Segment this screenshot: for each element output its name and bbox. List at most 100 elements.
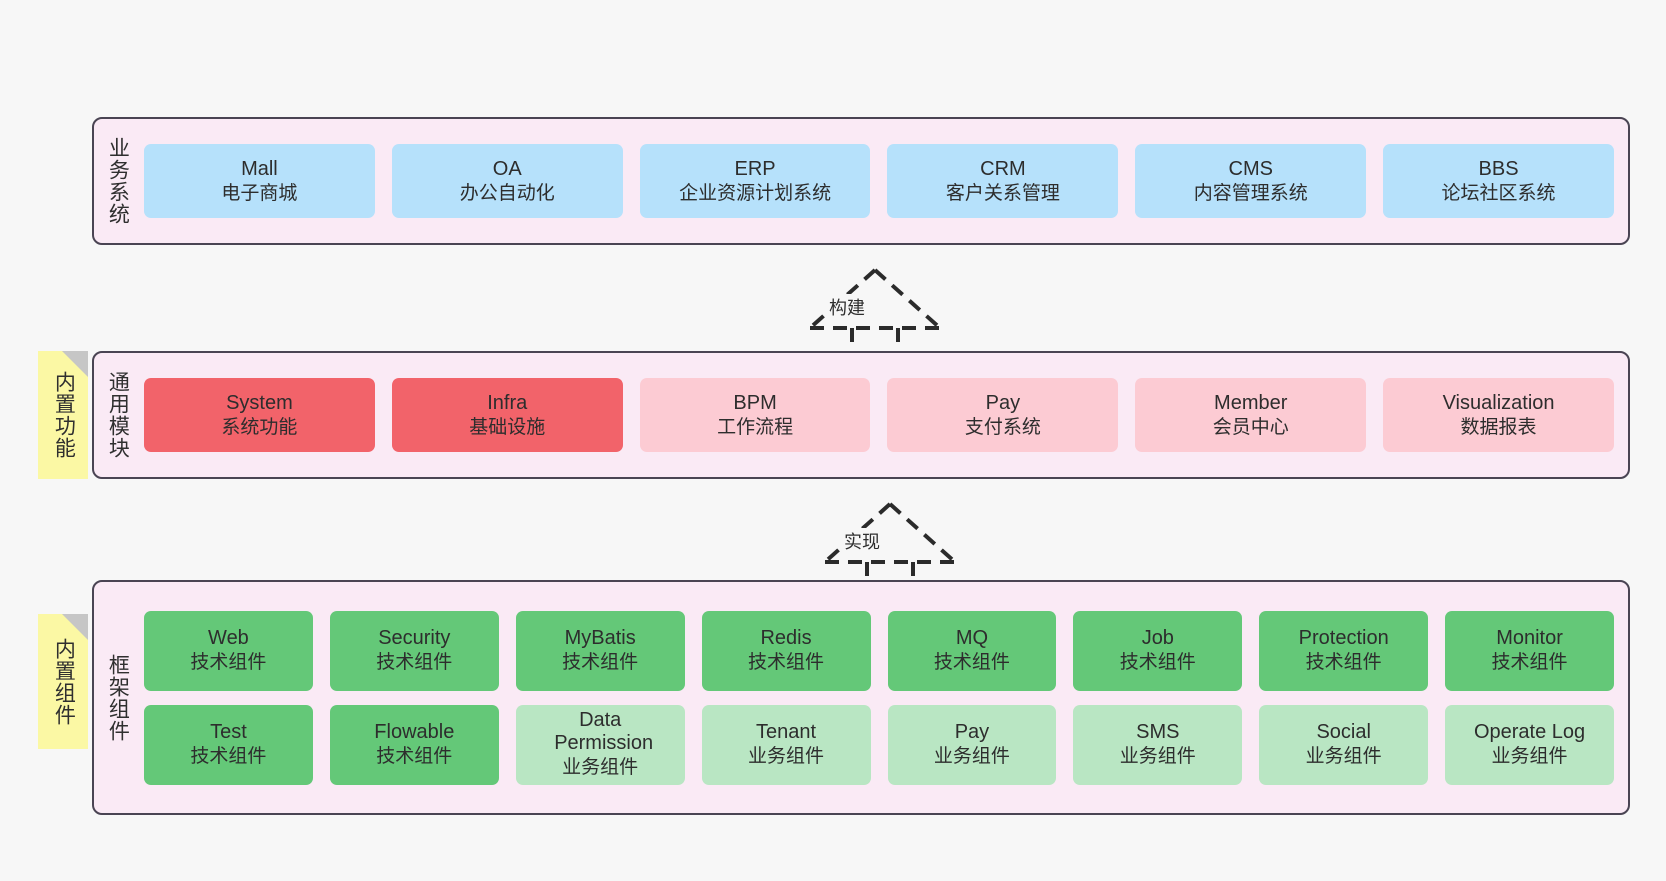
node-subtitle: 技术组件 xyxy=(748,652,825,674)
node-subtitle: 技术组件 xyxy=(190,652,267,674)
node-subtitle: 技术组件 xyxy=(376,746,453,768)
node-title: BPM xyxy=(733,391,777,414)
node-subtitle: 技术组件 xyxy=(1305,652,1382,674)
node-subtitle: 客户关系管理 xyxy=(945,182,1060,204)
node-title: Infra xyxy=(487,391,528,414)
node-subtitle: 电子商城 xyxy=(221,182,298,204)
box-row: System 系统功能 Infra 基础设施 BPM 工作流程 Pay 支付系统… xyxy=(144,378,1614,452)
box-row: Web 技术组件 Security 技术组件 MyBatis 技术组件 Redi… xyxy=(144,610,1614,691)
node-web[interactable]: Web 技术组件 xyxy=(144,610,313,691)
connector-label-implement: 实现 xyxy=(841,528,883,554)
node-title: CMS xyxy=(1228,157,1273,180)
node-subtitle: 业务组件 xyxy=(933,746,1010,768)
box-row: Mall 电子商城 OA 办公自动化 ERP 企业资源计划系统 CRM 客户关系… xyxy=(144,144,1614,218)
node-oa[interactable]: OA 办公自动化 xyxy=(391,144,623,218)
node-title: Security xyxy=(378,627,451,650)
node-data-permission[interactable]: Data Permission 业务组件 xyxy=(515,704,685,785)
layer-label-business-system: 业务系统 xyxy=(106,137,130,225)
node-title: OA xyxy=(492,157,522,180)
node-redis[interactable]: Redis 技术组件 xyxy=(701,610,871,691)
node-sms[interactable]: SMS 业务组件 xyxy=(1073,704,1243,785)
node-mall[interactable]: Mall 电子商城 xyxy=(144,144,375,218)
layer-boxes-common-module: System 系统功能 Infra 基础设施 BPM 工作流程 Pay 支付系统… xyxy=(140,353,1628,477)
node-cms[interactable]: CMS 内容管理系统 xyxy=(1135,144,1367,218)
node-title: CRM xyxy=(980,157,1026,180)
node-protection[interactable]: Protection 技术组件 xyxy=(1259,610,1429,691)
layer-label-framework-component: 框架组件 xyxy=(106,653,130,742)
node-title: Mall xyxy=(241,157,278,180)
node-subtitle: 技术组件 xyxy=(933,652,1010,674)
box-row: Test 技术组件 Flowable 技术组件 Data Permission … xyxy=(144,704,1614,785)
node-bbs[interactable]: BBS 论坛社区系统 xyxy=(1383,144,1614,218)
node-subtitle: 数据报表 xyxy=(1460,416,1537,438)
node-infra[interactable]: Infra 基础设施 xyxy=(391,378,623,452)
node-subtitle: 支付系统 xyxy=(964,416,1041,438)
node-title: Job xyxy=(1141,627,1174,650)
node-subtitle: 技术组件 xyxy=(376,652,453,674)
node-title: Operate Log xyxy=(1473,721,1586,744)
node-visualization[interactable]: Visualization 数据报表 xyxy=(1383,378,1614,452)
node-crm[interactable]: CRM 客户关系管理 xyxy=(887,144,1119,218)
layer-framework-component: 框架组件 Web 技术组件 Security 技术组件 MyBatis 技术组件… xyxy=(92,580,1630,815)
layer-business-system: 业务系统 Mall 电子商城 OA 办公自动化 ERP 企业资源计划系统 CRM… xyxy=(92,117,1630,245)
node-subtitle: 会员中心 xyxy=(1212,416,1289,438)
node-title: Visualization xyxy=(1442,391,1555,414)
node-job[interactable]: Job 技术组件 xyxy=(1073,610,1243,691)
node-operate-log[interactable]: Operate Log 业务组件 xyxy=(1445,704,1614,785)
node-social[interactable]: Social 业务组件 xyxy=(1259,704,1429,785)
node-security[interactable]: Security 技术组件 xyxy=(329,610,499,691)
node-title: Pay xyxy=(985,391,1021,414)
layer-boxes-framework-component: Web 技术组件 Security 技术组件 MyBatis 技术组件 Redi… xyxy=(140,582,1628,813)
node-subtitle: 业务组件 xyxy=(1491,746,1568,768)
node-test[interactable]: Test 技术组件 xyxy=(144,704,313,785)
node-title: SMS xyxy=(1136,721,1180,744)
node-title: ERP xyxy=(734,157,776,180)
node-title: Tenant xyxy=(756,721,817,744)
node-title: Data Permission xyxy=(554,708,654,755)
node-subtitle: 业务组件 xyxy=(1305,746,1382,768)
node-title: Pay xyxy=(954,721,990,744)
node-pay[interactable]: Pay 支付系统 xyxy=(887,378,1119,452)
node-subtitle: 办公自动化 xyxy=(459,182,555,204)
node-title: Redis xyxy=(760,627,812,650)
node-subtitle: 业务组件 xyxy=(748,746,825,768)
node-title: Social xyxy=(1316,721,1371,744)
node-system[interactable]: System 系统功能 xyxy=(144,378,375,452)
node-subtitle: 内容管理系统 xyxy=(1193,182,1308,204)
sticky-note-builtin-component: 内置组件 xyxy=(38,614,88,749)
node-subtitle: 技术组件 xyxy=(1119,652,1196,674)
node-member[interactable]: Member 会员中心 xyxy=(1135,378,1367,452)
node-tenant[interactable]: Tenant 业务组件 xyxy=(701,704,871,785)
node-title: Web xyxy=(208,627,249,650)
node-title: Test xyxy=(210,721,247,744)
node-title: Member xyxy=(1214,391,1288,414)
node-pay-business[interactable]: Pay 业务组件 xyxy=(887,704,1057,785)
node-erp[interactable]: ERP 企业资源计划系统 xyxy=(639,144,871,218)
node-title: MyBatis xyxy=(564,627,636,650)
node-mq[interactable]: MQ 技术组件 xyxy=(887,610,1057,691)
node-bpm[interactable]: BPM 工作流程 xyxy=(639,378,871,452)
node-title: System xyxy=(226,391,293,414)
node-title: Monitor xyxy=(1496,627,1563,650)
node-title: BBS xyxy=(1478,157,1519,180)
node-subtitle: 技术组件 xyxy=(562,652,639,674)
node-subtitle: 论坛社区系统 xyxy=(1441,182,1556,204)
layer-label-common-module: 通用模块 xyxy=(106,371,130,459)
node-flowable[interactable]: Flowable 技术组件 xyxy=(329,704,499,785)
node-subtitle: 技术组件 xyxy=(190,746,267,768)
node-title: MQ xyxy=(955,627,989,650)
connector-label-build: 构建 xyxy=(826,294,868,320)
node-subtitle: 基础设施 xyxy=(469,416,546,438)
sticky-note-label: 内置组件 xyxy=(52,637,76,726)
node-subtitle: 工作流程 xyxy=(717,416,794,438)
node-mybatis[interactable]: MyBatis 技术组件 xyxy=(515,610,685,691)
node-monitor[interactable]: Monitor 技术组件 xyxy=(1445,610,1614,691)
sticky-note-builtin-function: 内置功能 xyxy=(38,351,88,479)
node-subtitle: 技术组件 xyxy=(1491,652,1568,674)
node-subtitle: 系统功能 xyxy=(221,416,298,438)
connector-build: 构建 xyxy=(790,266,942,356)
node-subtitle: 业务组件 xyxy=(562,756,639,778)
sticky-note-label: 内置功能 xyxy=(52,371,76,459)
layer-common-module: 通用模块 System 系统功能 Infra 基础设施 BPM 工作流程 Pay… xyxy=(92,351,1630,479)
node-subtitle: 企业资源计划系统 xyxy=(679,182,832,204)
